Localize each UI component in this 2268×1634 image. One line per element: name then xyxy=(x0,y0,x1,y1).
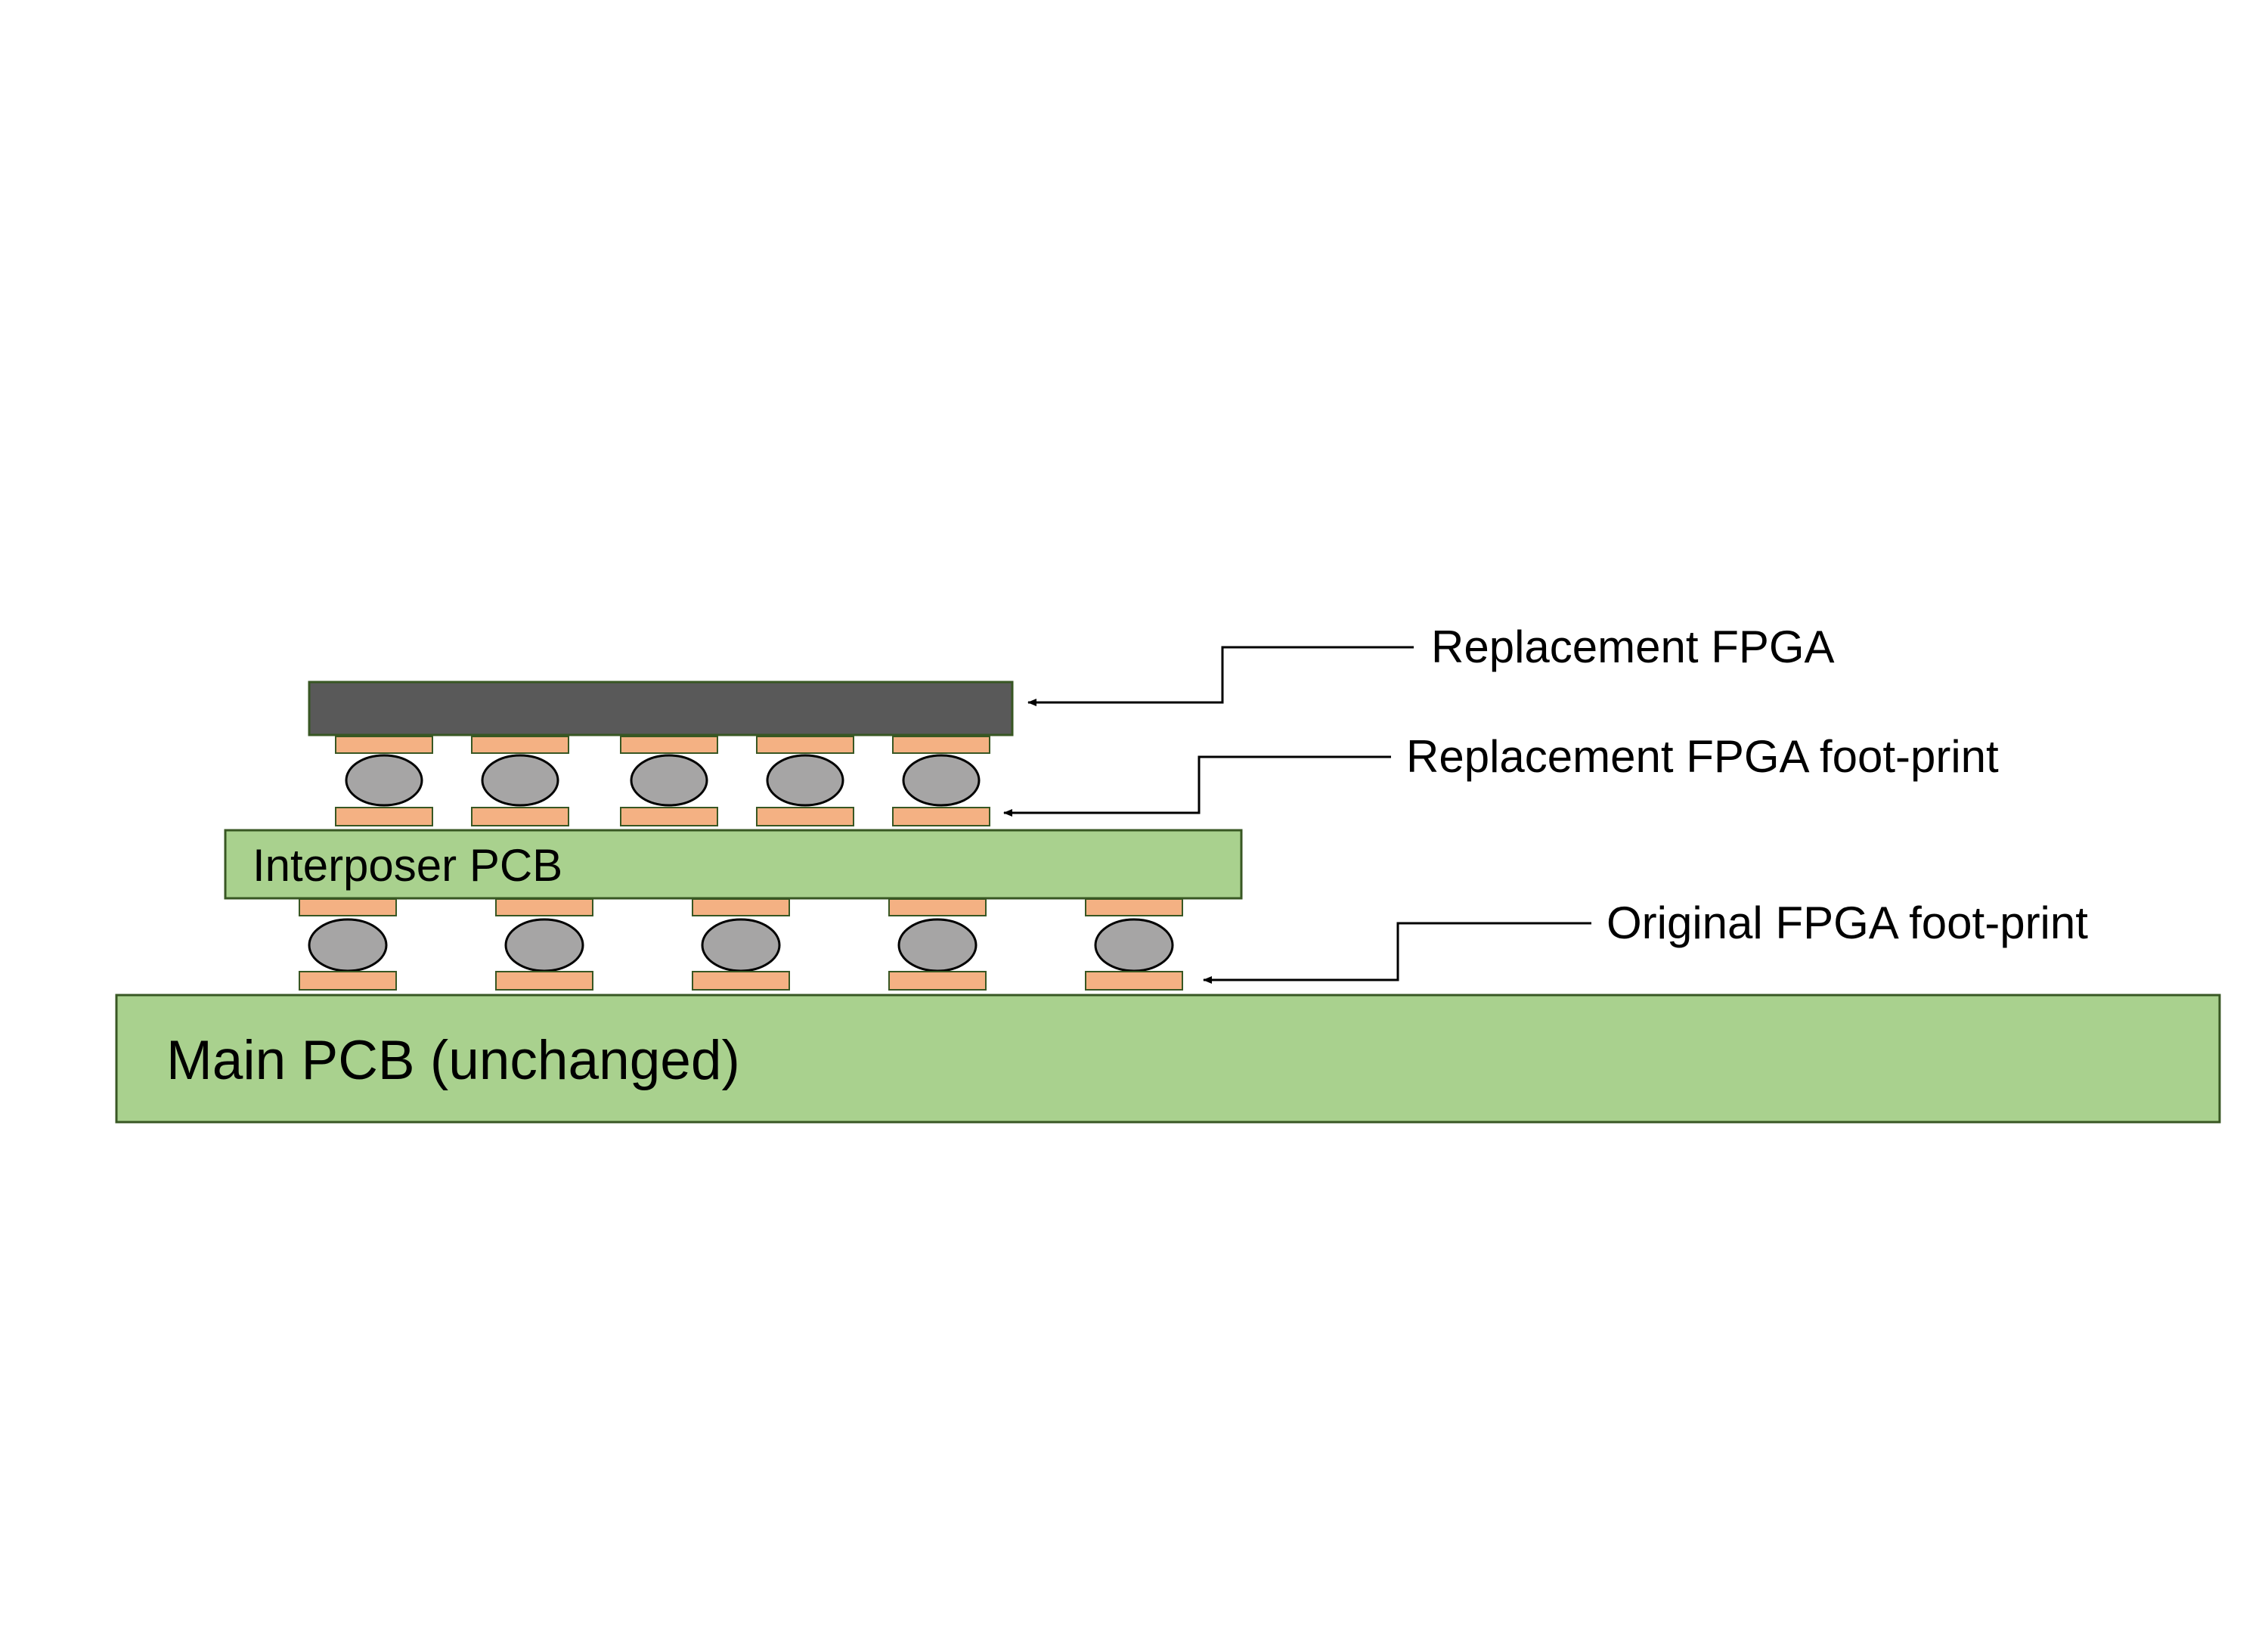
lower-bottom-pad xyxy=(1085,971,1183,991)
main-pcb-label: Main PCB (unchanged) xyxy=(166,1030,740,1091)
lower-top-pad xyxy=(299,898,397,916)
upper-solder-ball xyxy=(766,754,844,807)
upper-top-pad xyxy=(335,736,433,754)
upper-top-pad xyxy=(471,736,569,754)
lower-top-pad xyxy=(692,898,790,916)
replacement-fpga xyxy=(308,681,1014,736)
upper-top-pad xyxy=(892,736,990,754)
main-pcb xyxy=(115,994,2221,1124)
upper-top-pad xyxy=(620,736,718,754)
upper-solder-ball xyxy=(345,754,423,807)
replacement-fpga-footprint xyxy=(335,736,990,826)
label-replacement-fpga: Replacement FPGA xyxy=(1431,622,1835,672)
lower-solder-ball xyxy=(701,918,781,972)
lower-solder-ball xyxy=(504,918,584,972)
upper-bottom-pad xyxy=(892,807,990,826)
label-original-footprint: Original FPGA foot-print xyxy=(1606,898,2088,948)
upper-solder-ball xyxy=(481,754,559,807)
lower-top-pad xyxy=(888,898,987,916)
upper-bottom-pad xyxy=(756,807,854,826)
lower-bottom-pad xyxy=(692,971,790,991)
callout-leader-original-footprint xyxy=(1203,922,1591,984)
interposer-pcb-label: Interposer PCB xyxy=(253,840,562,891)
upper-bottom-pad xyxy=(620,807,718,826)
lower-top-pad xyxy=(1085,898,1183,916)
upper-solder-ball xyxy=(902,754,981,807)
original-fpga-footprint xyxy=(299,898,1183,991)
label-replacement-footprint: Replacement FPGA foot-print xyxy=(1406,731,1999,782)
upper-top-pad xyxy=(756,736,854,754)
interposer-pcb xyxy=(224,829,1243,900)
upper-bottom-pad xyxy=(471,807,569,826)
upper-bottom-pad xyxy=(335,807,433,826)
callout-leader-replacement-footprint xyxy=(1003,755,1391,817)
callout-leader-replacement-fpga xyxy=(1027,646,1414,706)
upper-solder-ball xyxy=(630,754,708,807)
lower-bottom-pad xyxy=(299,971,397,991)
lower-bottom-pad xyxy=(495,971,593,991)
lower-solder-ball xyxy=(308,918,388,972)
lower-solder-ball xyxy=(1094,918,1174,972)
lower-bottom-pad xyxy=(888,971,987,991)
lower-solder-ball xyxy=(897,918,978,972)
lower-top-pad xyxy=(495,898,593,916)
